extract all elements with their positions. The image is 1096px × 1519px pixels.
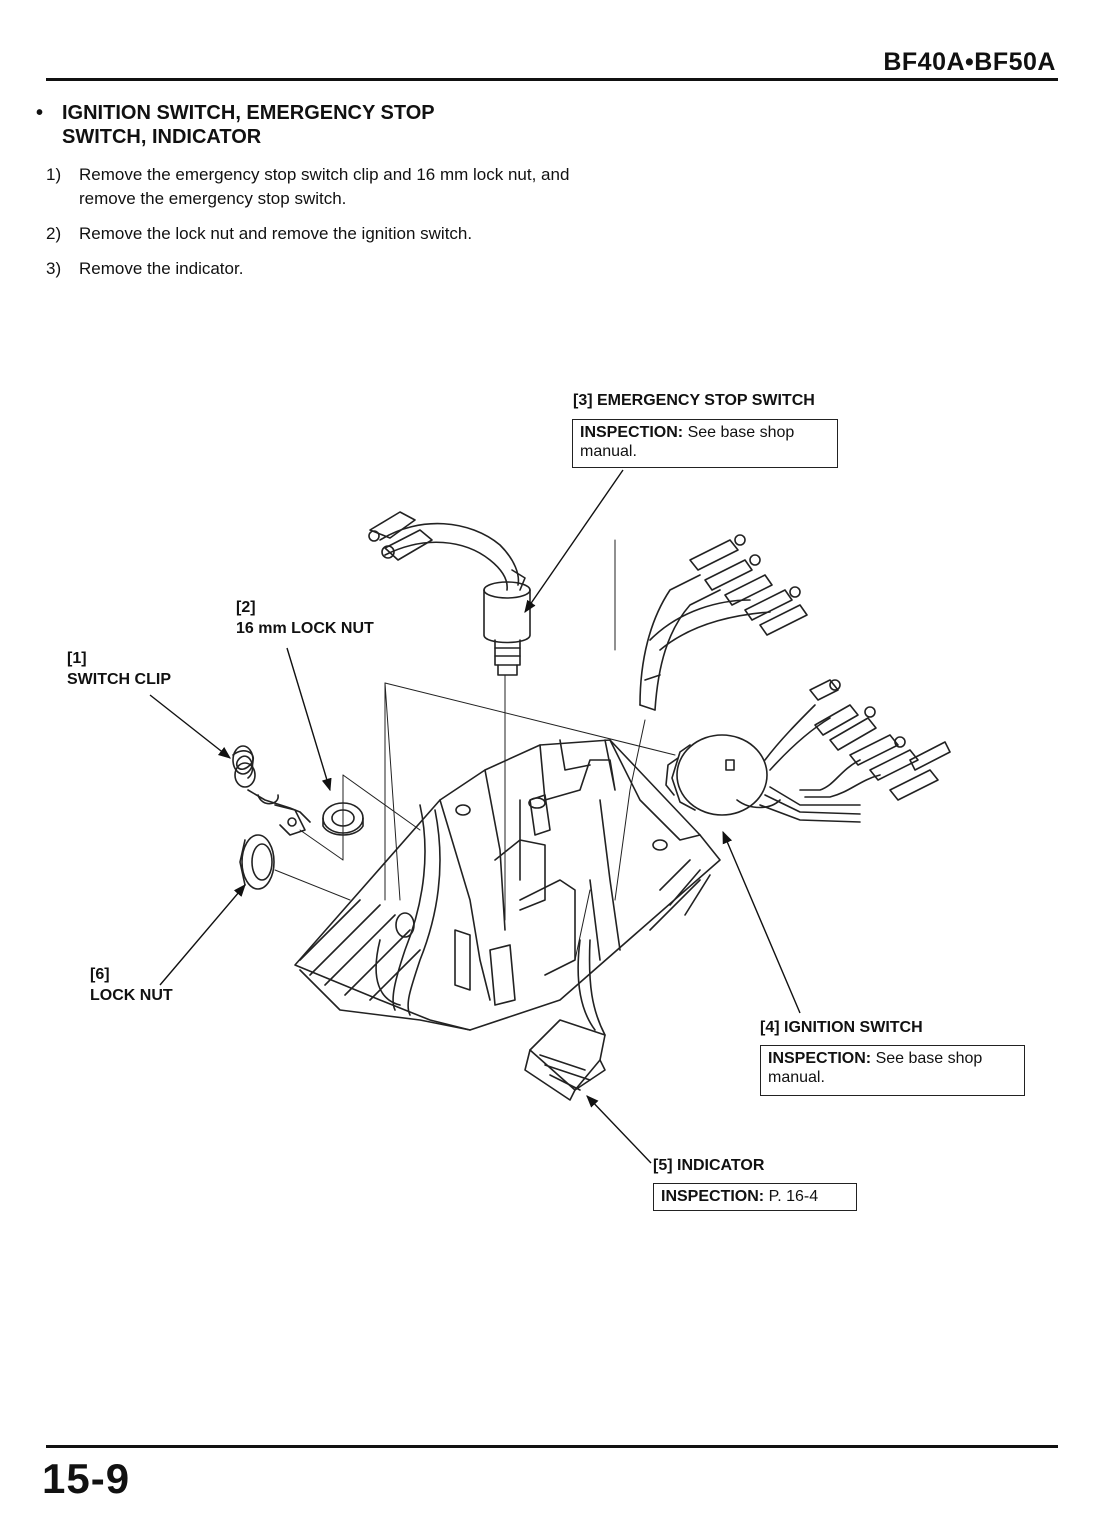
switch-clip-drawing [232, 745, 311, 836]
inspection-box-ignition-switch: INSPECTION: See base shop manual. [760, 1045, 1025, 1096]
step-1: 1) Remove the emergency stop switch clip… [46, 163, 586, 211]
leader-lock-nut [159, 884, 246, 986]
assembly-guide-lines [274, 539, 676, 961]
section-title-line-2: SWITCH, INDICATOR [62, 126, 262, 148]
footer-rule [46, 1445, 1058, 1448]
section-title: • IGNITION SWITCH, EMERGENCY STOP SWITCH… [36, 101, 516, 149]
step-text: Remove the lock nut and remove the ignit… [79, 224, 473, 243]
step-number: 1) [46, 165, 62, 184]
leader-switch-clip [149, 694, 231, 759]
inspection-text: See base shop manual. [580, 424, 795, 460]
step-3: 3) Remove the indicator. [46, 257, 586, 281]
header-rule [46, 78, 1058, 81]
lock-nut-drawing [239, 834, 275, 890]
procedure-steps: 1) Remove the emergency stop switch clip… [46, 163, 586, 292]
indicator-drawing [524, 1019, 606, 1101]
callout-number: [2] [236, 599, 256, 616]
leader-16mm-lock-nut [286, 647, 332, 792]
ignition-switch-drawing [665, 679, 951, 823]
upper-wire-harness-drawing [639, 534, 808, 711]
callout-name: LOCK NUT [90, 987, 173, 1004]
bullet: • [36, 102, 44, 124]
step-text: Remove the indicator. [79, 259, 244, 278]
inspection-label: INSPECTION: [661, 1188, 765, 1205]
step-number: 3) [46, 259, 62, 278]
leader-ignition-switch [722, 830, 801, 1014]
callout-name: 16 mm LOCK NUT [236, 620, 374, 637]
leader-emergency-stop-switch [524, 469, 624, 614]
inspection-box-indicator: INSPECTION: P. 16-4 [653, 1183, 857, 1211]
callout-indicator: [5] INDICATOR [653, 1157, 765, 1174]
callout-leaders [149, 469, 801, 1164]
callout-switch-clip: [1] SWITCH CLIP [67, 648, 171, 690]
callout-emergency-stop-switch: [3] EMERGENCY STOP SWITCH [573, 392, 815, 409]
manual-model-header: BF40A•BF50A [883, 48, 1056, 76]
control-box-housing [294, 739, 721, 1036]
section-title-line-1: IGNITION SWITCH, EMERGENCY STOP [62, 102, 435, 124]
callout-number: [6] [90, 966, 110, 983]
callout-16mm-lock-nut: [2] 16 mm LOCK NUT [236, 597, 374, 639]
leader-indicator [586, 1095, 652, 1164]
step-2: 2) Remove the lock nut and remove the ig… [46, 222, 586, 246]
inspection-text: See base shop manual. [768, 1050, 983, 1086]
inspection-label: INSPECTION: [768, 1050, 872, 1067]
inspection-box-emergency-stop-switch: INSPECTION: See base shop manual. [572, 419, 838, 468]
step-text: Remove the emergency stop switch clip an… [79, 165, 570, 208]
page-number: 15-9 [42, 1455, 131, 1502]
inspection-text: P. 16-4 [768, 1188, 819, 1205]
inspection-label: INSPECTION: [580, 424, 684, 441]
callout-lock-nut: [6] LOCK NUT [90, 964, 173, 1006]
callout-number: [1] [67, 650, 87, 667]
callout-name: SWITCH CLIP [67, 671, 171, 688]
callout-ignition-switch: [4] IGNITION SWITCH [760, 1019, 923, 1036]
step-number: 2) [46, 224, 62, 243]
emergency-stop-switch-drawing [368, 511, 531, 676]
